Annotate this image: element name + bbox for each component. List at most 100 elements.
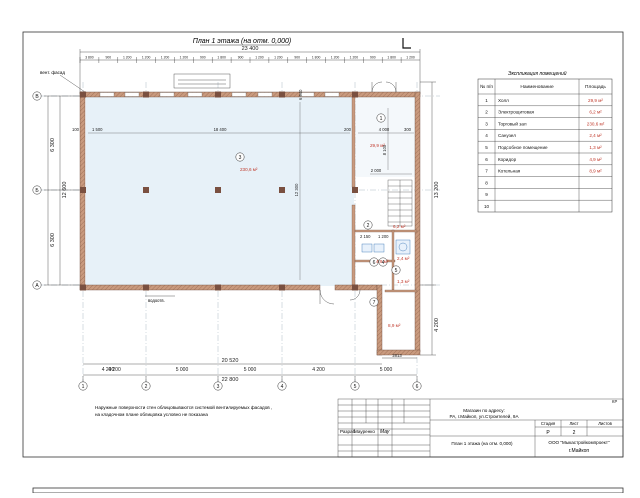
table-cell: 2 xyxy=(485,110,488,115)
dim-2000: 2 000 xyxy=(371,168,382,173)
table-cell: Торговый зал xyxy=(498,120,527,126)
stamp-drawing-name: План 1 этажа (на отм. 0,000) xyxy=(451,441,513,446)
room-marker-number: 1 xyxy=(380,116,383,122)
top-seg-label: 1 800 xyxy=(217,56,226,60)
dim-misc-7: 1 200 xyxy=(378,234,389,239)
top-windows xyxy=(99,92,340,97)
top-seg-label: 1 200 xyxy=(350,56,359,60)
room-area-label: 4,9 м² xyxy=(376,259,389,264)
stamp-address-1: Магазин по адресу: xyxy=(463,408,505,413)
top-seg-label: 3 800 xyxy=(85,56,94,60)
table-cell: Холл xyxy=(498,98,509,103)
column xyxy=(215,284,221,291)
top-seg-label: 1 200 xyxy=(123,56,132,60)
table-cell: Коридор xyxy=(498,157,517,162)
table-cell: 9 xyxy=(485,192,488,197)
stamp-org-1: ООО "Мыкастройкомпроект" xyxy=(548,439,610,445)
top-seg-label: 900 xyxy=(238,56,244,60)
axis-bubble-col xyxy=(412,381,422,391)
stamp-signature: Мау xyxy=(380,429,390,435)
room-area-label: 29,9 м² xyxy=(370,143,385,148)
column xyxy=(80,284,86,291)
table-header-cell: Площадь xyxy=(585,84,606,90)
bottom-dimension-lines xyxy=(83,357,417,376)
table-cell: 8 xyxy=(485,180,488,185)
top-seg-label: 900 xyxy=(370,56,376,60)
room-area-label: 230,6 м² xyxy=(240,167,258,172)
title-block xyxy=(337,398,624,458)
room-area-label: 2,4 м² xyxy=(397,256,410,261)
axis-label-row: Б xyxy=(35,188,39,194)
bottom-seg-label: 5 000 xyxy=(244,367,257,373)
axis-bubble-col xyxy=(141,381,151,391)
table-cell: 29,9 м² xyxy=(588,98,603,103)
table-cell: 10 xyxy=(484,204,490,209)
table-cell: 5 xyxy=(485,145,488,150)
axis-label-col: 5 xyxy=(354,384,357,390)
interior-dims xyxy=(88,102,414,280)
axis-label-row: В xyxy=(35,94,39,100)
staircase xyxy=(387,179,413,227)
axis-label-col: 1 xyxy=(82,384,85,390)
stamp-sheets-header: Листов xyxy=(598,421,612,426)
table-cell: Электрощитовая xyxy=(498,110,535,115)
table-cell: Санузел xyxy=(498,133,516,138)
table-cell: Подсобное помещение xyxy=(498,145,548,150)
axis-label-col: 6 xyxy=(416,384,419,390)
dim-left-1500: 1 500 xyxy=(92,127,103,132)
top-seg-label: 900 xyxy=(294,56,300,60)
top-seg-label: 1 200 xyxy=(274,56,283,60)
column xyxy=(143,187,149,193)
axis-label-col: 4 xyxy=(281,384,284,390)
room-area-label: 1,3 м² xyxy=(397,279,410,284)
stamp-person: Мауренко xyxy=(354,429,375,434)
room-marker-number: 3 xyxy=(239,155,242,161)
table-cell: 4,9 м² xyxy=(589,157,602,162)
column xyxy=(279,187,285,193)
room-marker-number: 5 xyxy=(395,268,398,274)
column xyxy=(143,91,149,98)
room-marker-number: 7 xyxy=(373,300,376,306)
dim-8100: 8 100 xyxy=(382,144,387,155)
dim-right-lower: 4 200 xyxy=(434,318,440,332)
table-cell: Котельная xyxy=(498,169,521,174)
column xyxy=(215,187,221,193)
axis-bubble-col xyxy=(350,381,360,391)
left-dimension-lines xyxy=(44,95,80,286)
stamp-sheet-header: Лист xyxy=(569,421,578,426)
vent-facade-label: вент. фасад xyxy=(40,70,65,75)
bottom-seg-label: 5 000 xyxy=(176,367,189,373)
table-cell: 7 xyxy=(485,169,488,174)
room-area-label: 8,9 м² xyxy=(388,323,401,328)
dim-left-total: 12 600 xyxy=(62,182,68,199)
entrance-canopy xyxy=(173,73,231,89)
sheet-frame xyxy=(22,31,624,458)
dim-top-total: 23 400 xyxy=(242,46,259,52)
note-line-2: на кладочном плане облицовка условно не … xyxy=(95,412,208,417)
dim-misc-10: 6 940 xyxy=(298,89,303,100)
room-marker xyxy=(391,265,401,275)
table-cell: 3 xyxy=(485,121,488,126)
dim-18400: 18 400 xyxy=(214,127,227,132)
dim-2813: 2813 xyxy=(392,353,402,358)
bottom-entrance xyxy=(145,289,361,305)
dim-4000: 4 000 xyxy=(379,127,390,132)
table-caption: Экспликация помещений xyxy=(508,70,567,77)
room-marker-number: 6 xyxy=(373,260,376,266)
table-cell: 4 xyxy=(485,133,488,138)
top-seg-label: 1 200 xyxy=(331,56,340,60)
room-marker xyxy=(378,257,388,267)
axis-bubble-row xyxy=(32,185,42,195)
room-marker xyxy=(363,220,373,230)
column xyxy=(279,284,285,291)
column xyxy=(143,284,149,291)
room-area-label: 6,2 м² xyxy=(393,224,406,229)
axis-label-col: 3 xyxy=(217,384,220,390)
dim-misc-6: 2 150 xyxy=(360,234,371,239)
dim-right-total: 13 200 xyxy=(434,182,440,199)
